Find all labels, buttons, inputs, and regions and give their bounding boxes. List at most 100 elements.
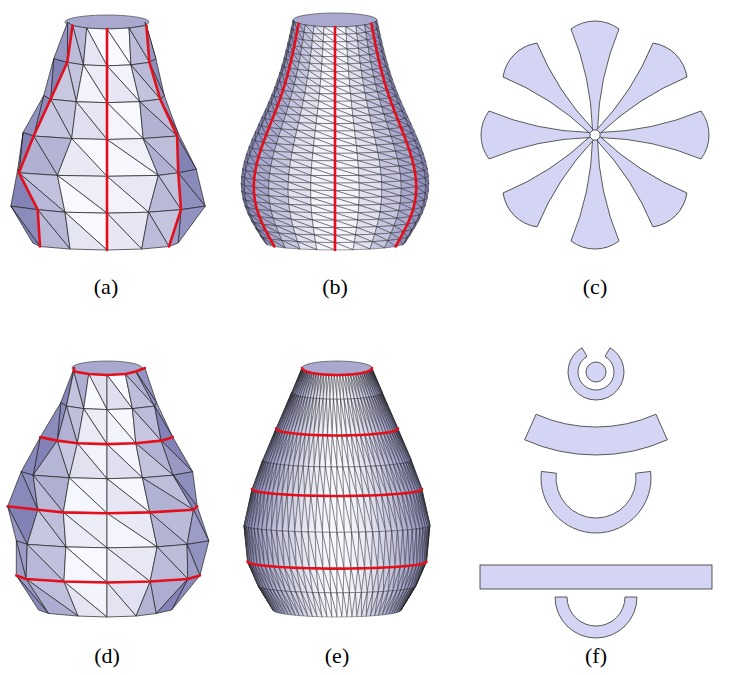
mesh-triangle — [352, 593, 357, 617]
mesh-triangle — [302, 40, 312, 49]
mesh-triangle — [358, 213, 379, 220]
mesh-triangle — [107, 512, 157, 547]
mesh-triangle — [372, 369, 383, 393]
mesh-triangle — [421, 490, 430, 526]
mesh-triangle — [354, 123, 373, 130]
mesh-triangle — [357, 152, 379, 159]
mesh-triangle — [334, 375, 337, 399]
mesh-triangle — [308, 532, 316, 568]
mesh-triangle — [380, 394, 396, 430]
mesh-triangle — [358, 532, 365, 568]
mesh-triangle — [282, 241, 300, 250]
mesh-triangle — [314, 138, 335, 146]
mesh-triangle — [415, 563, 425, 587]
mesh-triangle — [311, 56, 323, 64]
mesh-triangle — [312, 168, 335, 176]
mesh-triangle — [269, 174, 288, 183]
mesh-triangle — [321, 64, 335, 72]
mesh-triangle — [417, 528, 420, 564]
mesh-triangle — [314, 131, 335, 139]
mesh-triangle — [330, 496, 337, 532]
mesh-triangle — [323, 569, 331, 593]
mesh-triangle — [291, 152, 312, 160]
mesh-triangle — [320, 86, 335, 94]
mesh-triangle — [57, 175, 107, 213]
mesh-triangle — [178, 206, 205, 243]
mesh-triangle — [335, 57, 348, 64]
mesh-triangle — [312, 213, 335, 221]
mesh-triangle — [335, 109, 353, 116]
mesh-triangle — [300, 108, 317, 116]
mesh-triangle — [311, 183, 335, 191]
mesh-triangle — [303, 435, 309, 467]
mesh-triangle — [311, 198, 335, 206]
mesh-triangle — [356, 227, 375, 234]
mesh-triangle — [335, 183, 359, 190]
mesh-triangle — [314, 235, 335, 243]
mesh-triangle — [317, 116, 335, 124]
mesh-triangle — [288, 197, 311, 205]
mesh-triangle — [409, 461, 421, 490]
mesh-triangle — [314, 435, 320, 467]
mesh-triangle — [269, 181, 288, 190]
mesh-triangle — [335, 190, 359, 197]
mesh-triangle — [335, 175, 359, 182]
mesh-triangle — [313, 146, 335, 154]
mesh-triangle — [322, 64, 335, 72]
mesh-triangle — [64, 581, 107, 617]
mesh-triangle — [266, 494, 272, 531]
red-curve — [16, 575, 200, 582]
mesh-triangle — [107, 29, 131, 66]
mesh-triangle — [358, 168, 381, 175]
mesh-triangle — [346, 33, 357, 40]
mesh-triangle — [286, 107, 300, 116]
mesh-triangle — [350, 86, 365, 93]
mesh-triangle — [333, 375, 337, 399]
mesh-triangle — [405, 236, 410, 243]
mesh-triangle — [308, 496, 315, 532]
mesh-triangle — [359, 198, 381, 205]
mesh-triangle — [270, 166, 289, 175]
mesh-triangle — [299, 115, 317, 123]
red-curve — [334, 27, 337, 250]
mesh-triangle — [401, 586, 416, 610]
mesh-triangle — [354, 235, 372, 242]
mesh-triangle — [331, 435, 337, 466]
mesh-triangle — [342, 593, 347, 617]
mesh-triangle — [316, 123, 335, 131]
mesh-triangle — [335, 146, 357, 153]
mesh-triangle — [312, 220, 335, 228]
mesh-triangle — [330, 532, 337, 568]
mesh-triangle — [335, 86, 351, 93]
mesh-triangle — [312, 41, 323, 49]
mesh-triangle — [335, 27, 346, 34]
mesh-triangle — [313, 227, 335, 235]
mesh-triangle — [359, 182, 382, 189]
mesh-triangle — [277, 136, 294, 145]
mesh-triangle — [347, 593, 352, 617]
mesh-triangle — [397, 429, 411, 460]
mesh-triangle — [390, 531, 396, 567]
mesh-triangle — [400, 530, 405, 566]
mesh-triangle — [312, 161, 335, 169]
mesh-triangle — [288, 190, 311, 198]
faceted-vase-horizontal — [8, 361, 209, 617]
mesh-triangle — [335, 168, 359, 175]
mesh-triangle — [317, 467, 324, 496]
mesh-triangle — [288, 495, 294, 532]
mesh-triangle — [335, 168, 359, 175]
mesh-triangle — [337, 467, 344, 496]
mesh-triangle — [365, 532, 372, 568]
mesh-triangle — [335, 191, 359, 198]
mesh-triangle — [269, 196, 289, 205]
mesh-triangle — [335, 235, 356, 242]
mesh-triangle — [425, 526, 429, 562]
mesh-triangle — [107, 176, 149, 213]
mesh-triangle — [335, 242, 354, 249]
mesh-triangle — [293, 466, 299, 495]
mesh-triangle — [381, 393, 397, 429]
mesh-triangle — [361, 592, 367, 616]
